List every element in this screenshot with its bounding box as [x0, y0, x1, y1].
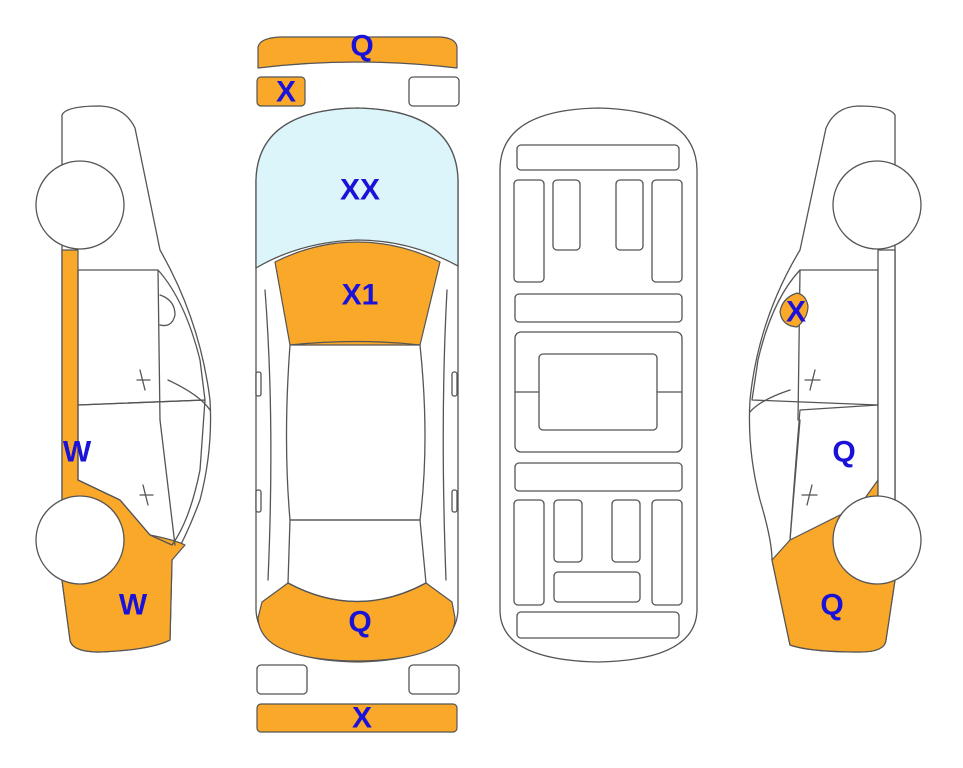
underbody-panel-left-front	[513, 179, 545, 283]
underbody-panel-mid-left-rear	[553, 499, 583, 563]
left-side-pillar	[157, 269, 161, 421]
windshield-label: XX	[340, 174, 380, 207]
right-mirror-damage	[779, 292, 809, 328]
rear-bumper-damage	[256, 703, 458, 733]
left-a-pillar-line	[264, 289, 272, 581]
left-side-belt-line	[167, 379, 211, 411]
rear-window-outline	[287, 519, 427, 603]
left-rear-wheel	[35, 495, 125, 585]
front-right-marker	[408, 76, 460, 107]
underbody-panel-mid-right-rear	[611, 499, 641, 563]
rear-bumper-label: X	[352, 702, 372, 735]
left-mirror	[159, 294, 176, 327]
front-left-marker-label: X	[276, 76, 296, 109]
right-rear-lower-label: Q	[820, 589, 843, 622]
rear-left-marker	[256, 664, 308, 695]
underbody-panel-mid-right-front	[615, 179, 644, 251]
underbody-panel-mid-left-front	[552, 179, 581, 251]
underbody-panel-right-rear	[651, 499, 683, 606]
left-rear-lower-label: W	[119, 589, 148, 622]
left-side-door-seam	[159, 419, 176, 546]
underbody-outline	[499, 107, 698, 663]
left-rear-door-handle-top	[255, 489, 262, 513]
underbody-panel-left-rear	[513, 499, 545, 606]
right-door-handle-front	[804, 369, 821, 391]
rear-right-marker	[408, 664, 460, 695]
right-side-belt-line	[749, 389, 791, 413]
left-door-handle-front	[136, 369, 151, 391]
underbody-view	[499, 107, 698, 663]
right-door-handle-rear	[801, 484, 818, 506]
right-mirror-top	[451, 371, 458, 397]
left-rear-upper-label: W	[63, 436, 92, 469]
right-mirror-label: X	[786, 296, 806, 329]
right-rear-door-handle-top	[451, 489, 458, 513]
top-view: Q X XX X1 Q X	[255, 30, 460, 735]
right-side-door-seam	[789, 419, 801, 541]
right-a-pillar-line	[442, 289, 448, 581]
underbody-panel-rear-mid	[553, 571, 641, 603]
windshield-glass	[255, 107, 459, 270]
left-side-view: W W	[35, 105, 212, 653]
right-side-view: X Q Q	[748, 105, 922, 653]
underbody-panel-rear	[516, 611, 680, 639]
underbody-crossmember-rear	[514, 462, 683, 492]
underbody-panel-front	[516, 144, 680, 171]
front-bumper-damage	[257, 36, 458, 69]
left-door-handle-rear	[139, 484, 154, 506]
underbody-panel-right-front	[651, 179, 683, 283]
right-side-rear-edge	[877, 249, 896, 501]
right-side-window	[751, 269, 879, 406]
right-rear-wheel	[832, 495, 922, 585]
left-side-window	[77, 269, 206, 406]
underbody-crossmember-front	[514, 293, 683, 323]
right-front-wheel	[832, 160, 922, 250]
trunk-label: Q	[348, 606, 371, 639]
right-rear-upper-label: Q	[832, 436, 855, 469]
left-side-lower-door	[77, 399, 206, 546]
left-front-wheel	[35, 160, 125, 250]
front-bumper-label: Q	[350, 30, 373, 63]
front-left-marker-damage	[256, 76, 306, 107]
left-mirror-top	[255, 371, 262, 397]
hood-label: X1	[342, 279, 379, 312]
hood-damage	[274, 241, 441, 346]
